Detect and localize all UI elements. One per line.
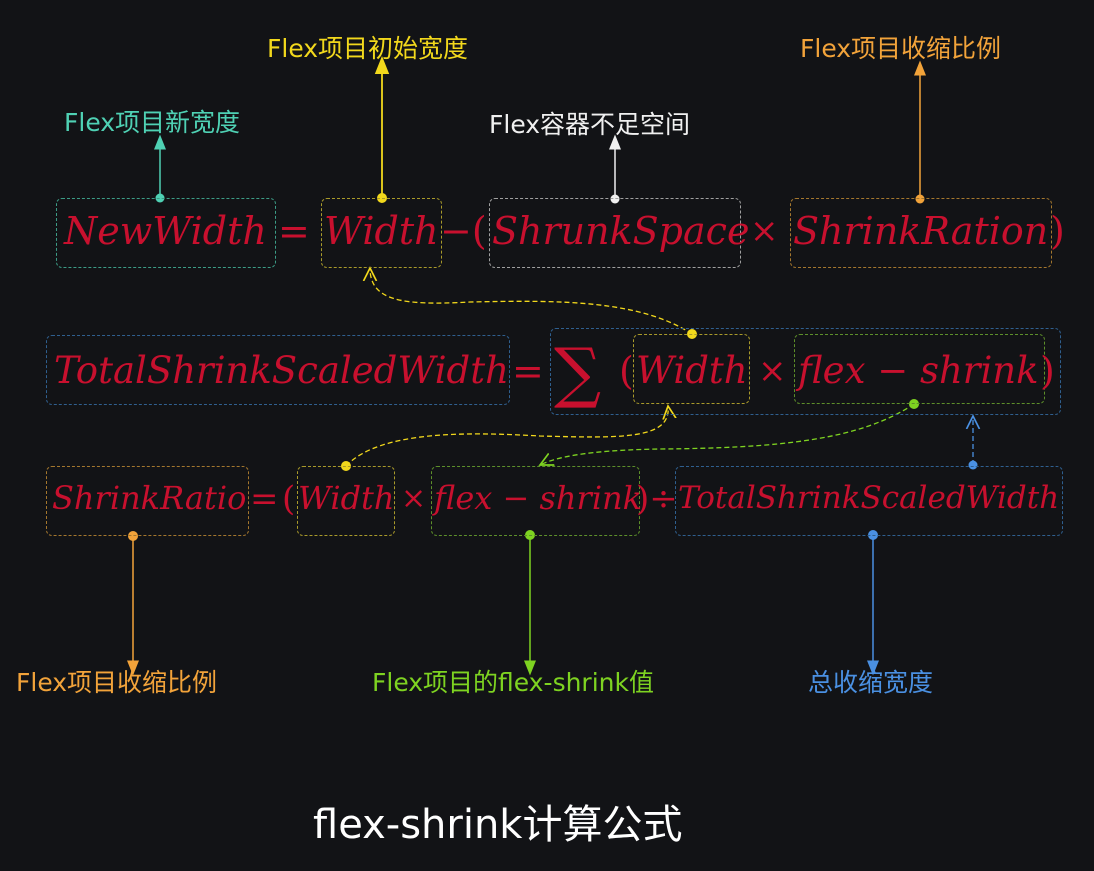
box-shrink-ratio-lhs bbox=[46, 466, 249, 536]
formula2-eq: = bbox=[512, 349, 544, 393]
formula2-width: Width bbox=[636, 349, 748, 392]
formula1-width: Width bbox=[324, 209, 439, 253]
box-width-row1 bbox=[321, 198, 442, 268]
box-new-width bbox=[56, 198, 276, 268]
box-total-shrink-lhs bbox=[46, 335, 510, 405]
formula2-lhs: TotalShrinkScaledWidth bbox=[54, 349, 509, 392]
box-flex-shrink-row2 bbox=[794, 334, 1045, 404]
formula1-shrink-ration: ShrinkRation bbox=[793, 209, 1049, 253]
label-insufficient-space: Flex容器不足空间 bbox=[489, 110, 691, 139]
formula3-lhs: ShrinkRatio bbox=[52, 479, 247, 517]
formula2-times: × bbox=[758, 351, 787, 391]
formula1-lhs: NewWidth bbox=[64, 209, 267, 253]
formula3-eq: = bbox=[250, 479, 279, 519]
box-sum-group bbox=[550, 328, 1061, 415]
anchor-dot-total-top bbox=[968, 460, 978, 470]
box-total-rhs bbox=[675, 466, 1063, 536]
label-initial-width: Flex项目初始宽度 bbox=[267, 34, 469, 63]
label-shrink-ratio-bottom: Flex项目收缩比例 bbox=[16, 668, 218, 697]
box-width-row3 bbox=[297, 466, 395, 536]
label-new-width: Flex项目新宽度 bbox=[64, 108, 241, 137]
formula2-close: ) bbox=[1040, 349, 1055, 393]
formula1-minus-open: −( bbox=[440, 209, 487, 253]
anchor-dot-insufficient-space bbox=[610, 194, 620, 204]
curve-width-row3-to-row2 bbox=[345, 406, 668, 467]
formula1-eq: = bbox=[278, 209, 310, 253]
box-shrunk-space bbox=[489, 198, 741, 268]
diagram-title: flex-shrink计算公式 bbox=[313, 802, 683, 848]
formula2-sum: ∑ bbox=[554, 334, 602, 411]
formula3-flex-shrink: flex − shrink bbox=[434, 479, 643, 517]
formula1-shrunk-space: ShrunkSpace bbox=[492, 209, 750, 253]
anchor-dot-shrink-ratio-top bbox=[915, 194, 925, 204]
formula1-close: ) bbox=[1050, 209, 1065, 253]
label-total-shrink-width: 总收缩宽度 bbox=[808, 668, 934, 697]
formula2-open: ( bbox=[619, 349, 634, 393]
box-flex-shrink-row3 bbox=[431, 466, 640, 536]
formula3-close-div: )÷ bbox=[636, 479, 678, 519]
formula2-flex-shrink: flex − shrink bbox=[798, 349, 1039, 392]
label-shrink-ratio-top: Flex项目收缩比例 bbox=[800, 34, 1002, 63]
box-width-row2 bbox=[633, 334, 750, 404]
formula3-open: ( bbox=[282, 479, 296, 519]
label-flex-shrink-value: Flex项目的flex-shrink值 bbox=[372, 668, 654, 697]
box-shrink-ration bbox=[790, 198, 1052, 268]
formula3-times: × bbox=[401, 481, 427, 516]
formula3-width: Width bbox=[298, 479, 395, 517]
formula3-total: TotalShrinkScaledWidth bbox=[678, 480, 1060, 516]
anchor-dot-shrink-ratio-bottom bbox=[128, 531, 138, 541]
formula1-times: × bbox=[750, 211, 779, 251]
anchor-dot-flex-shrink-row2 bbox=[909, 399, 919, 409]
curve-width-row2-to-row1 bbox=[370, 268, 693, 335]
